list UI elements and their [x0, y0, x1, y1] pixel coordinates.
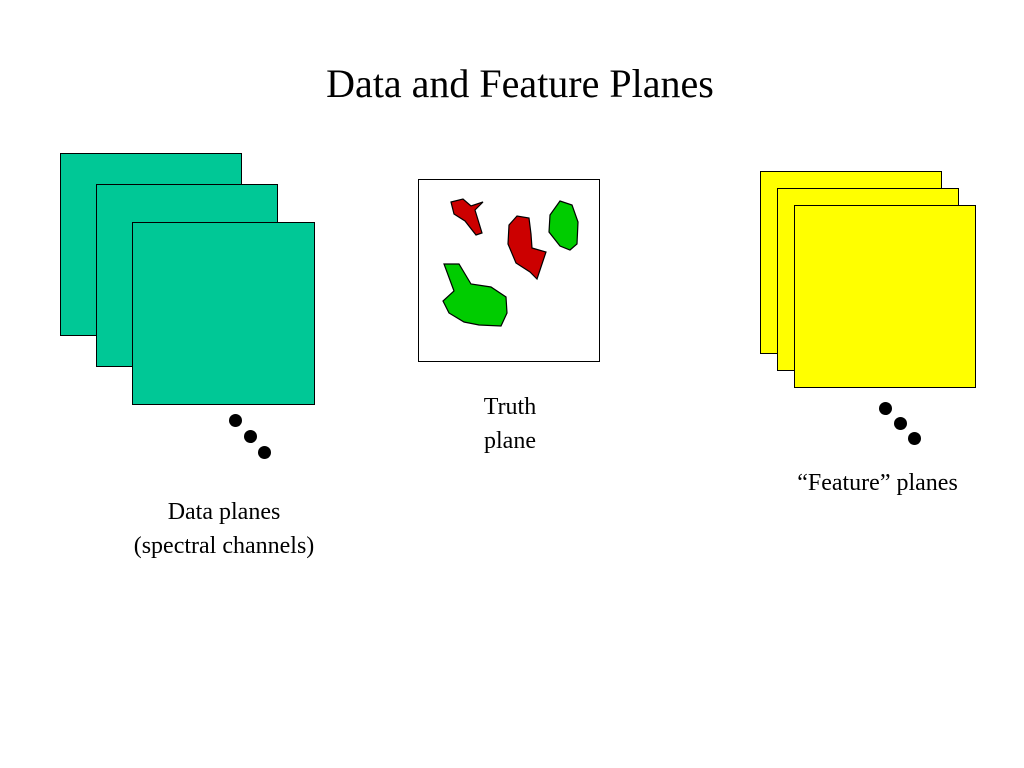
ellipsis-dot	[879, 402, 892, 415]
ellipsis-dot	[908, 432, 921, 445]
data-plane-3	[132, 222, 315, 405]
ellipsis-dot	[229, 414, 242, 427]
truth-region-red-large	[507, 215, 547, 281]
truth-plane-caption: Truth plane	[483, 394, 537, 454]
feature-planes-caption: “Feature” planes	[797, 470, 958, 496]
truth-region-red-small	[450, 198, 484, 236]
ellipsis-dot	[244, 430, 257, 443]
ellipsis-dot	[258, 446, 271, 459]
feature-plane-3	[794, 205, 976, 388]
truth-plane	[418, 179, 600, 362]
ellipsis-dot	[894, 417, 907, 430]
slide-title: Data and Feature Planes	[326, 61, 714, 106]
truth-plane-regions	[442, 198, 579, 327]
truth-region-green-large	[442, 263, 508, 327]
data-planes-caption: Data planes (spectral channels)	[133, 499, 315, 559]
truth-region-green-right	[548, 200, 579, 251]
